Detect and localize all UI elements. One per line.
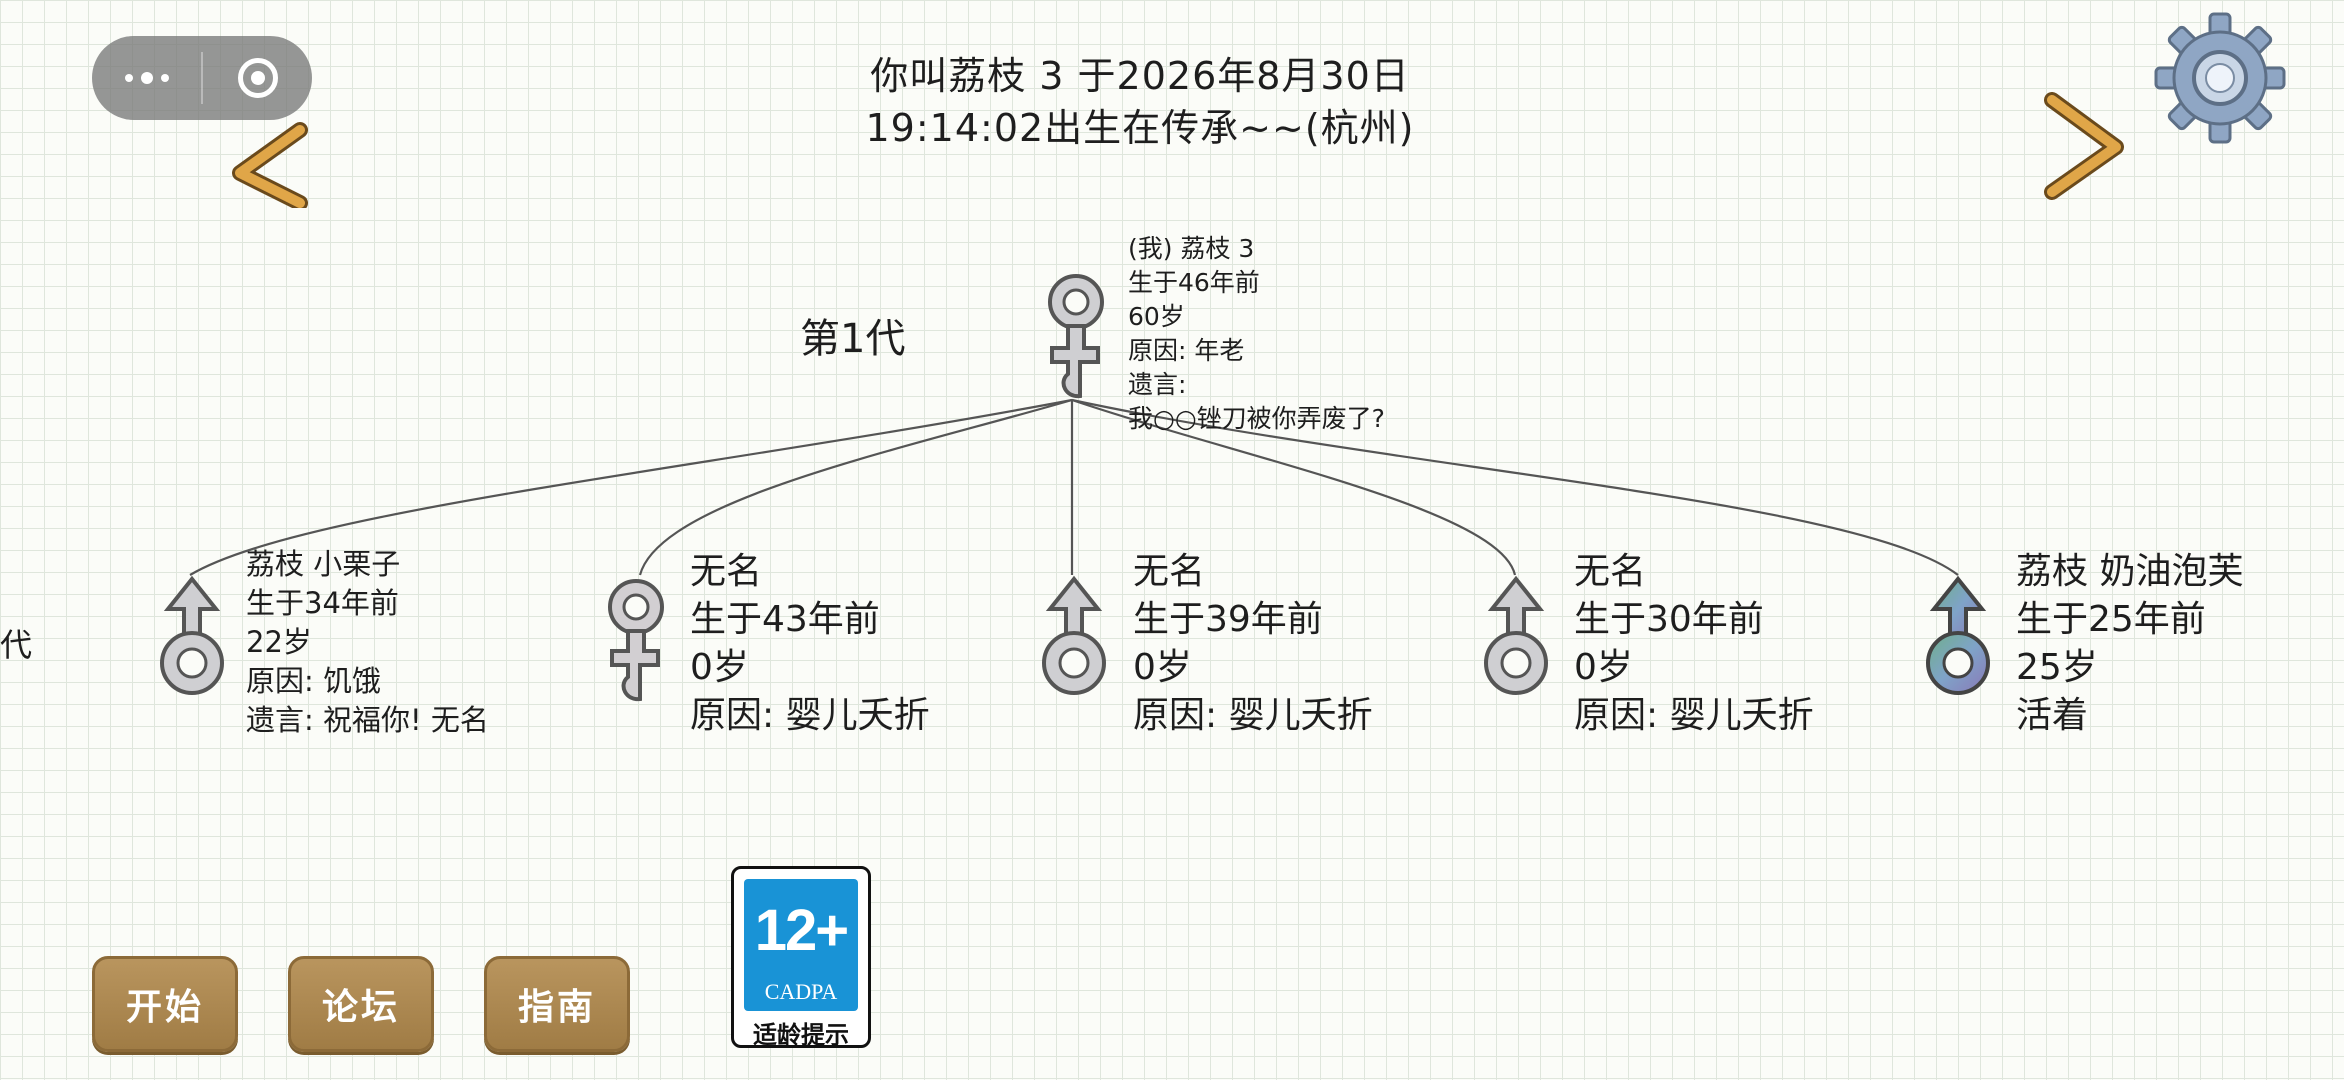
birth-line-2: 19:14:02出生在传承~~(杭州): [865, 106, 1415, 150]
child-born: 生于25年前: [2016, 599, 2206, 640]
child-name: 无名: [1133, 551, 1206, 592]
birth-info: 你叫荔枝 3 于2026年8月30日 19:14:02出生在传承~~(杭州): [760, 50, 1520, 154]
female-symbol-icon[interactable]: [596, 575, 676, 709]
start-button[interactable]: 开始: [92, 956, 238, 1052]
child-age: 22岁: [246, 625, 312, 659]
child-name: 荔枝 小栗子: [246, 547, 401, 581]
age-rating-value: 12+: [754, 898, 849, 963]
male-symbol-alive-icon[interactable]: [1918, 575, 1998, 699]
me-name: (我) 荔枝 3: [1128, 234, 1255, 263]
child-age: 0岁: [1133, 647, 1192, 688]
gear-icon[interactable]: [2152, 10, 2288, 146]
child-age: 25岁: [2016, 647, 2098, 688]
age-rating-panel: 12+ CADPA: [744, 879, 858, 1011]
age-rating-badge[interactable]: 12+ CADPA 适龄提示: [731, 866, 871, 1049]
child-status: 活着: [2016, 695, 2089, 736]
child-info: 无名 生于30年前 0岁 原因: 婴儿夭折: [1574, 548, 1814, 740]
child-name: 荔枝 奶油泡芙: [2016, 551, 2244, 592]
child-born: 生于43年前: [690, 599, 880, 640]
female-symbol-icon[interactable]: [1036, 268, 1116, 408]
forum-button[interactable]: 论坛: [288, 956, 434, 1052]
chevron-right-icon[interactable]: [2038, 92, 2128, 202]
age-rating-org: CADPA: [764, 979, 838, 1004]
child-info: 荔枝 小栗子 生于34年前 22岁 原因: 饥饿 遗言: 祝福你! 无名: [246, 545, 489, 740]
male-symbol-icon[interactable]: [1034, 575, 1114, 699]
child-reason: 原因: 婴儿夭折: [1133, 695, 1373, 736]
child-last-words: 遗言: 祝福你! 无名: [246, 703, 489, 737]
child-info: 无名 生于39年前 0岁 原因: 婴儿夭折: [1133, 548, 1373, 740]
generation-label: 第1代: [800, 316, 906, 362]
me-age: 60岁: [1128, 302, 1185, 331]
child-born: 生于30年前: [1574, 599, 1764, 640]
guide-button[interactable]: 指南: [484, 956, 630, 1052]
child-age: 0岁: [690, 647, 749, 688]
child-born: 生于34年前: [246, 586, 399, 620]
child-reason: 原因: 婴儿夭折: [1574, 695, 1814, 736]
child-born: 生于39年前: [1133, 599, 1323, 640]
child-age: 0岁: [1574, 647, 1633, 688]
more-dots-icon: [124, 72, 169, 84]
child-name: 无名: [690, 551, 763, 592]
child-reason: 原因: 婴儿夭折: [690, 695, 930, 736]
male-symbol-icon[interactable]: [152, 575, 232, 699]
miniprogram-capsule: [92, 36, 312, 120]
me-last-words-label: 遗言:: [1128, 370, 1187, 399]
child-info: 荔枝 奶油泡芙 生于25年前 25岁 活着: [2016, 548, 2243, 740]
me-reason: 原因: 年老: [1128, 336, 1245, 365]
capsule-divider: [201, 52, 203, 104]
age-rating-caption: 适龄提示: [753, 1021, 849, 1049]
previous-generation-label: 代: [0, 626, 33, 664]
chevron-left-icon[interactable]: [222, 118, 312, 208]
me-info: (我) 荔枝 3 生于46年前 60岁 原因: 年老 遗言: 我○○锉刀被你弄废…: [1128, 232, 1385, 436]
close-button[interactable]: [203, 36, 312, 120]
target-circle-icon: [237, 58, 278, 98]
more-button[interactable]: [92, 36, 201, 120]
child-info: 无名 生于43年前 0岁 原因: 婴儿夭折: [690, 548, 930, 740]
child-name: 无名: [1574, 551, 1647, 592]
male-symbol-icon[interactable]: [1476, 575, 1556, 699]
child-reason: 原因: 饥饿: [246, 664, 381, 698]
me-born: 生于46年前: [1128, 268, 1260, 297]
birth-line-1: 你叫荔枝 3 于2026年8月30日: [870, 54, 1410, 98]
me-last-words: 我○○锉刀被你弄废了?: [1128, 404, 1385, 433]
